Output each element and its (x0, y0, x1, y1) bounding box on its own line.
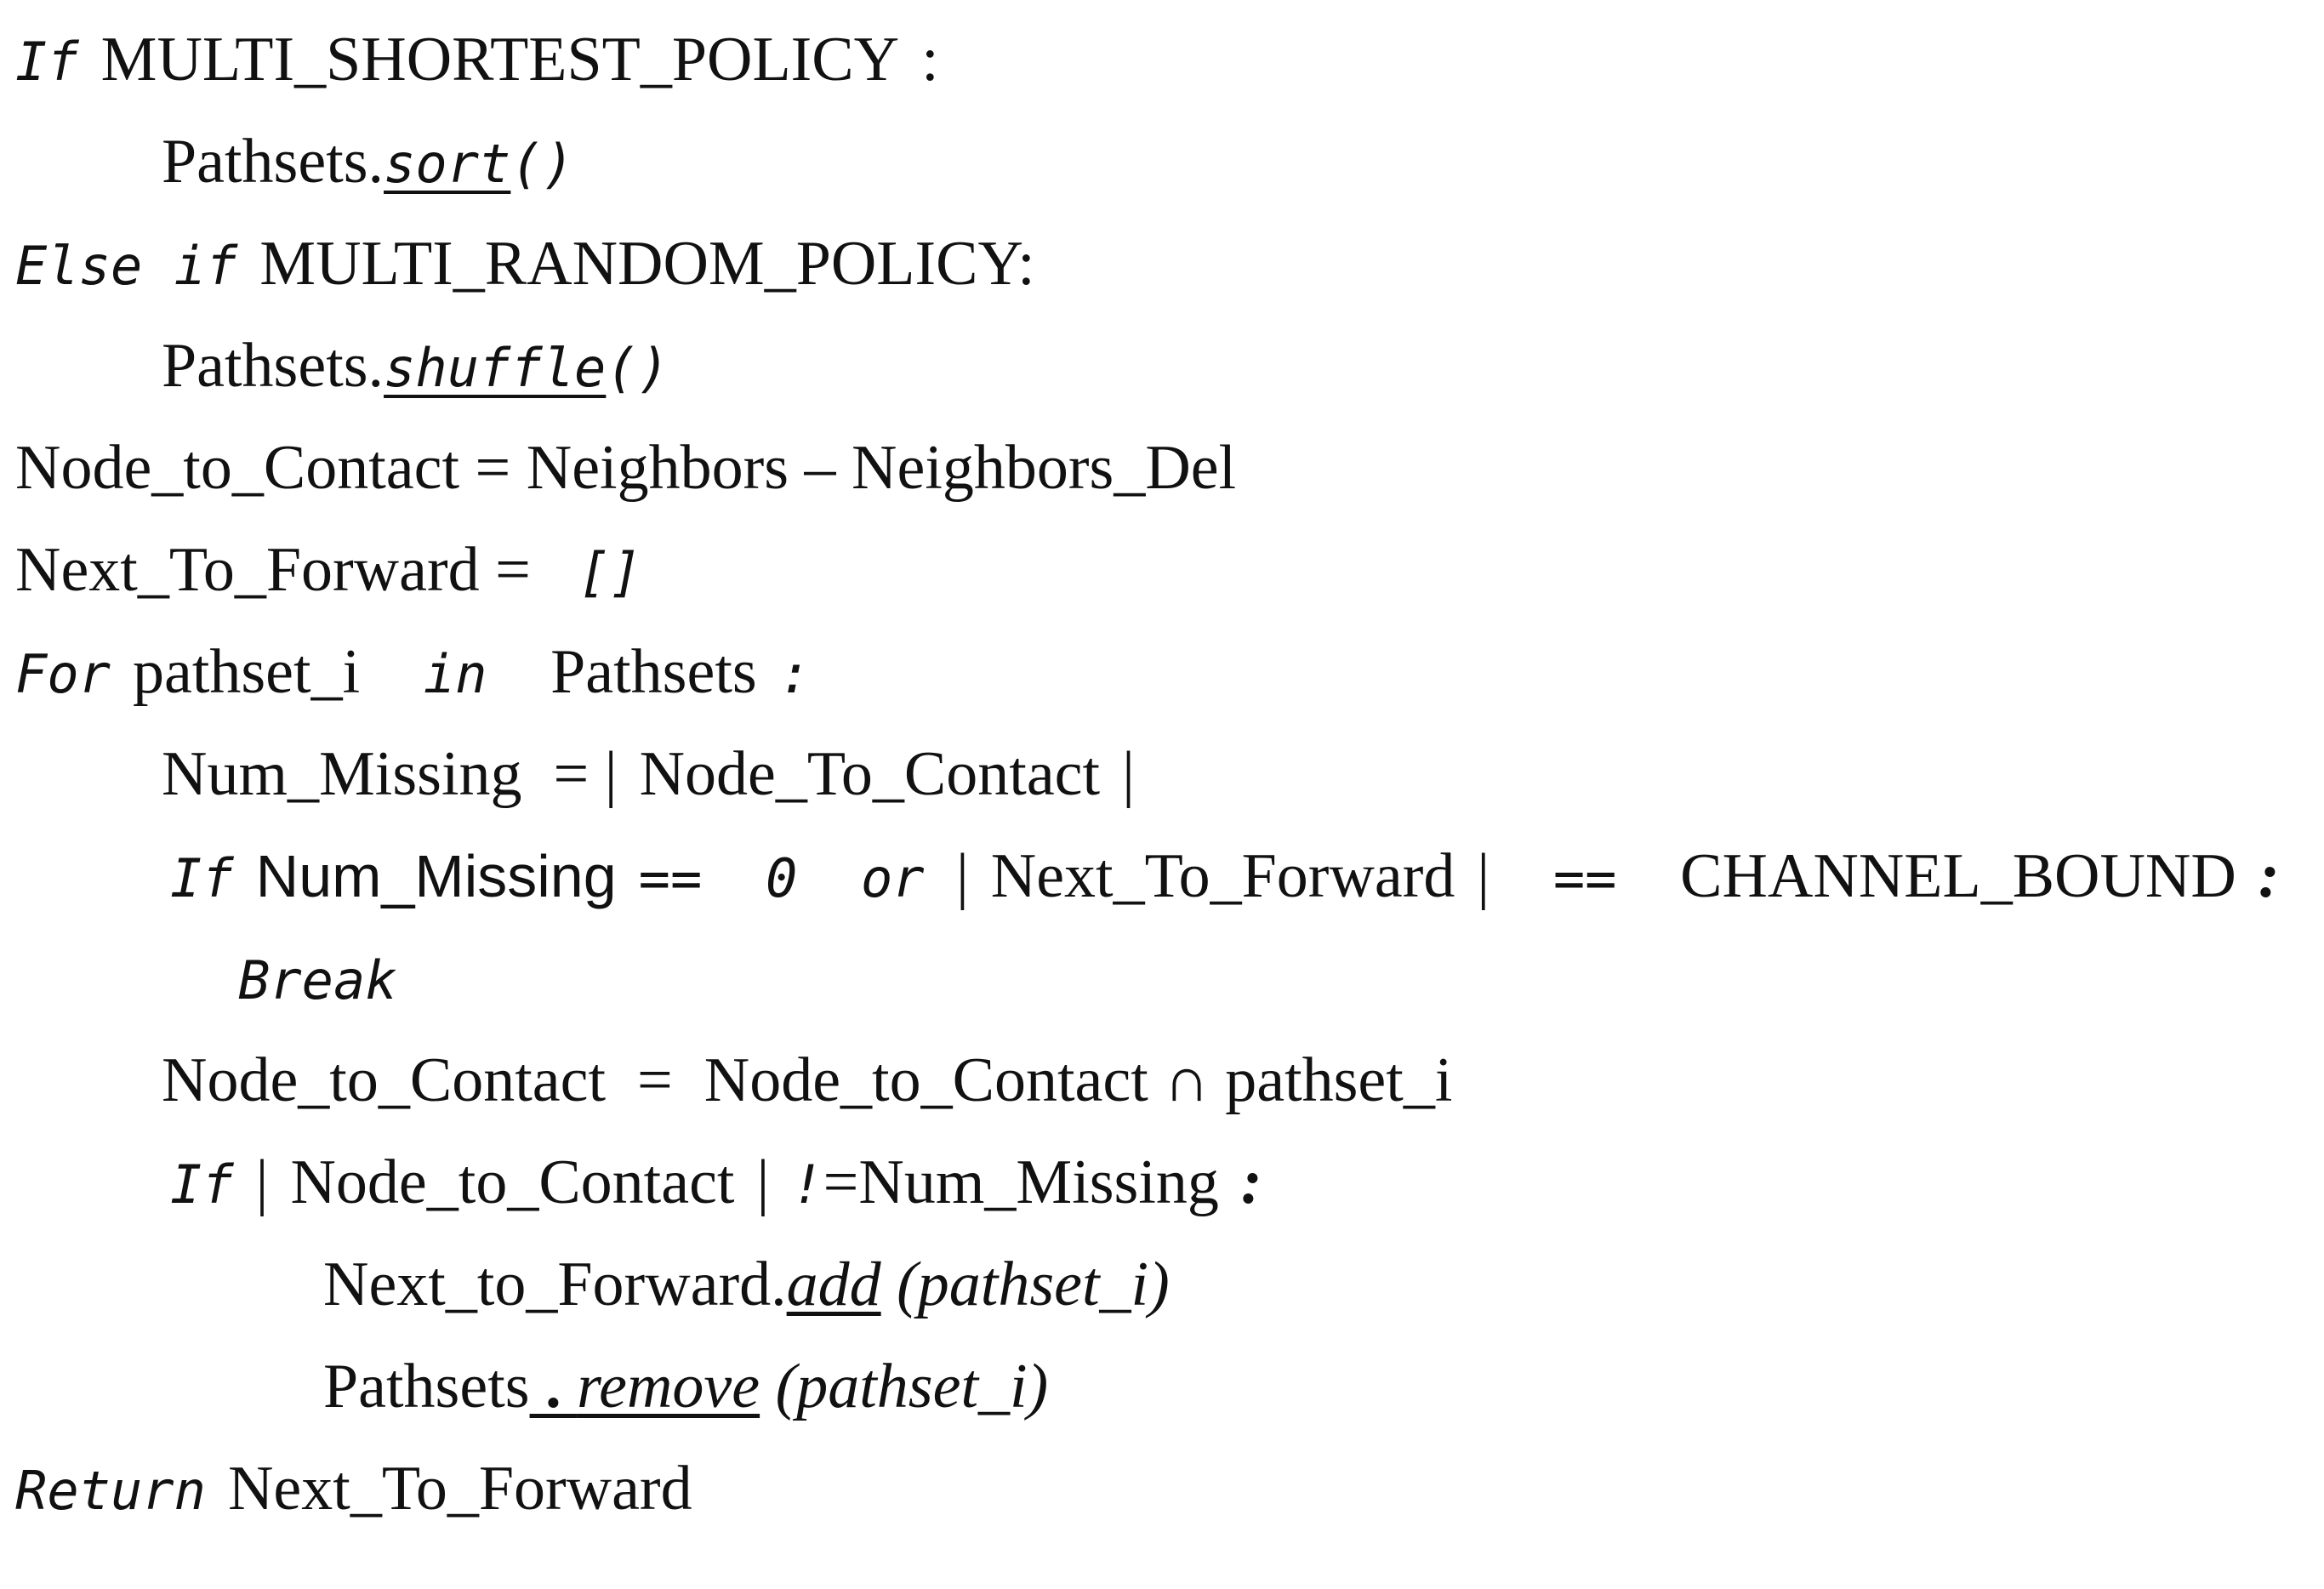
code-token: | (1122, 739, 1135, 809)
code-space (899, 9, 921, 111)
code-space (757, 621, 779, 723)
code-token: Num_Missing (255, 843, 617, 909)
code-line: Pathsets.sort() (0, 111, 2324, 213)
code-token: : (2258, 841, 2280, 911)
code-space (206, 1438, 228, 1540)
code-token: in (360, 643, 551, 705)
code-token: MULTI_SHORTEST_POLICY (100, 25, 900, 94)
code-token: For (15, 643, 111, 705)
code-token: Return (15, 1460, 206, 1522)
code-line: Return Next_To_Forward (0, 1438, 2324, 1540)
code-token: = (459, 433, 527, 503)
code-token: (pathset_i) (880, 1250, 1170, 1319)
code-token: == 0 or (638, 847, 956, 909)
code-token: Else if (15, 235, 238, 297)
code-token: If (170, 1153, 234, 1216)
code-token: Node_to_Contact (703, 1045, 1148, 1115)
code-token: Pathsets. (162, 127, 384, 196)
code-token: (pathset_i) (760, 1352, 1049, 1421)
code-token: Node_to_Contact (290, 1148, 735, 1217)
code-line: Node_to_Contact = Neighbors – Neighbors_… (0, 417, 2324, 519)
code-space (1219, 1131, 1241, 1233)
code-line: If Num_Missing == 0 or | Next_To_Forward… (0, 825, 2324, 927)
code-token: add (786, 1250, 881, 1319)
code-line: Next_To_Forward = [] (0, 519, 2324, 621)
code-space (1100, 723, 1122, 825)
code-space (617, 825, 639, 927)
code-token: ∩ (1148, 1045, 1226, 1115)
code-line: Pathsets . remove (pathset_i) (0, 1336, 2324, 1438)
code-token: : (921, 25, 939, 94)
code-line: Else if MULTI_RANDOM_POLICY: (0, 213, 2324, 315)
code-space (79, 9, 101, 111)
code-token: Neighbors (526, 433, 789, 503)
code-token: remove (577, 1352, 760, 1421)
code-line: Node_to_Contact = Node_to_Contact ∩ path… (0, 1029, 2324, 1131)
code-token: Next_to_Forward. (323, 1250, 787, 1319)
code-token: = (823, 1148, 859, 1217)
code-token: Break (238, 949, 397, 1011)
code-token: CHANNEL_BOUND (1680, 841, 2236, 911)
code-token: Pathsets. (162, 331, 384, 401)
code-line: For pathset_i in Pathsets : (0, 621, 2324, 723)
code-token: | (1477, 841, 1490, 911)
code-space (111, 621, 133, 723)
code-space (769, 1131, 791, 1233)
code-token: Next_To_Forward (15, 535, 480, 605)
code-token: Pathsets (550, 637, 757, 707)
code-token: If (170, 847, 234, 909)
code-token: Num_Missing (858, 1148, 1219, 1217)
pseudocode-listing: If MULTI_SHORTEST_POLICY :Pathsets.sort(… (0, 9, 2324, 1540)
code-token: : (1240, 1148, 1262, 1217)
code-token: = (606, 1045, 704, 1115)
code-token: pathset_i (132, 637, 361, 707)
code-token: = (521, 739, 605, 809)
code-line: If | Node_to_Contact | !=Num_Missing : (0, 1131, 2324, 1233)
code-token: : (778, 643, 812, 705)
code-token: Neighbors_Del (852, 433, 1237, 503)
code-token: | (604, 739, 618, 809)
code-space (268, 1131, 290, 1233)
code-space (735, 1131, 757, 1233)
code-token: If (15, 31, 79, 93)
code-space (234, 1131, 256, 1233)
code-token: Pathsets (323, 1352, 530, 1421)
code-token: = (479, 535, 547, 605)
code-line: Next_to_Forward.add (pathset_i) (0, 1233, 2324, 1336)
code-token: Node_to_Contact (15, 433, 460, 503)
code-token: | (756, 1148, 770, 1217)
code-token: Next_To_Forward (227, 1454, 692, 1524)
code-line: If MULTI_SHORTEST_POLICY : (0, 9, 2324, 111)
code-space (969, 825, 991, 927)
code-token: sort (384, 133, 511, 195)
code-space (234, 825, 256, 927)
code-token: | (955, 841, 969, 911)
code-token: Node_To_Contact (639, 739, 1101, 809)
code-token: () (510, 133, 575, 195)
code-token: pathset_i (1225, 1045, 1453, 1115)
code-token: () (606, 337, 670, 399)
code-line: Break (0, 927, 2324, 1029)
code-token: MULTI_RANDOM_POLICY: (259, 229, 1035, 299)
code-token: == (1490, 847, 1681, 909)
code-space (618, 723, 640, 825)
code-token: . (529, 1352, 578, 1421)
code-token: Next_To_Forward (990, 841, 1455, 911)
code-token: – (789, 433, 852, 503)
code-token: ! (791, 1153, 823, 1216)
code-token: Num_Missing (162, 739, 522, 809)
code-line: Pathsets.shuffle() (0, 315, 2324, 417)
code-space (237, 213, 259, 315)
code-token: | (255, 1148, 269, 1217)
code-token: [] (546, 541, 674, 603)
code-space (2236, 825, 2258, 927)
code-token: shuffle (384, 337, 607, 399)
code-token: Node_to_Contact (162, 1045, 607, 1115)
code-space (1455, 825, 1477, 927)
code-line: Num_Missing = | Node_To_Contact | (0, 723, 2324, 825)
